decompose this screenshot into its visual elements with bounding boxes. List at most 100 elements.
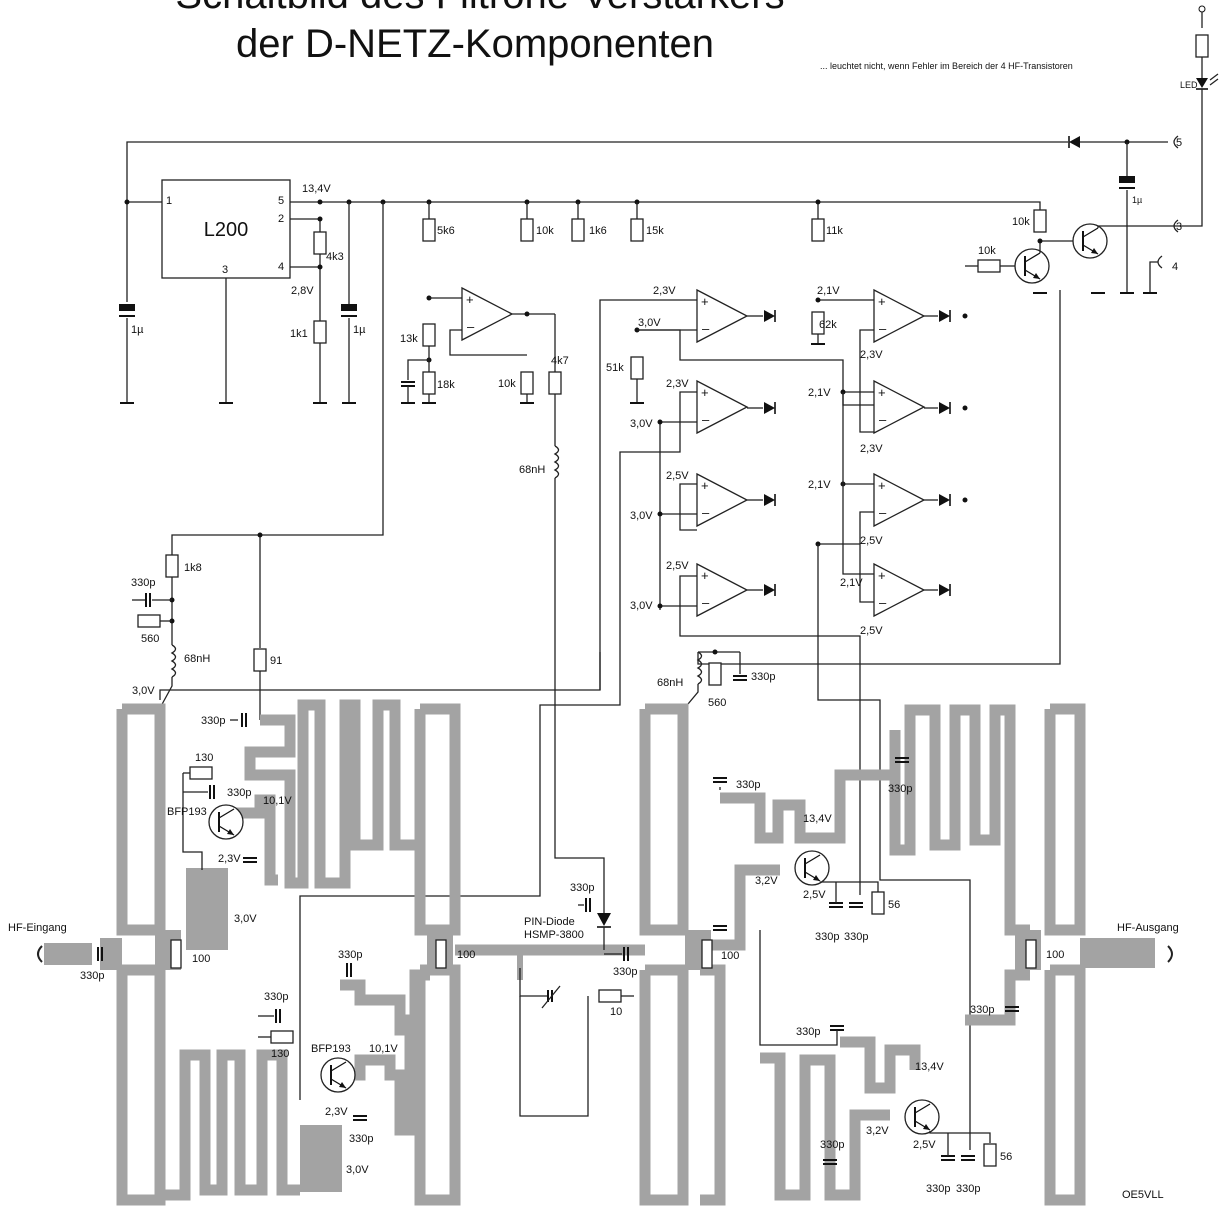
- v-c30d: 3,0V: [630, 600, 653, 612]
- v-c25b: 2,5V: [860, 535, 883, 547]
- connector-4-label: 4: [1172, 261, 1178, 273]
- c1u-b-label: 1µ: [353, 324, 366, 336]
- l200-regulator: L200 1 5 2 4 3 1µ 13,4V 4k3 2,8V 1k1: [119, 179, 1041, 556]
- c1u-a-label: 1µ: [131, 324, 144, 336]
- l68-c-label: 68nH: [657, 677, 683, 689]
- r91-label: 91: [270, 655, 282, 667]
- v-q2e: 2,3V: [325, 1106, 348, 1118]
- port-out-label: HF-Ausgang: [1117, 922, 1179, 934]
- pin-diode-icon: [597, 913, 611, 926]
- v-q4c: 13,4V: [915, 1061, 944, 1073]
- v-c30a: 3,0V: [638, 317, 661, 329]
- c1u-c-label: 1µ: [1132, 195, 1142, 205]
- v-c25c: 2,5V: [666, 560, 689, 572]
- r4k7-label: 4k7: [551, 355, 569, 367]
- r10k-c-label: 10k: [978, 245, 996, 257]
- c330-k-label: 330p: [844, 931, 868, 943]
- l200-pin3: 3: [222, 264, 228, 276]
- c330-m-label: 330p: [796, 1026, 820, 1038]
- v-q1c: 10,1V: [263, 795, 292, 807]
- r560-b-label: 560: [708, 697, 726, 709]
- v-q3e: 2,5V: [803, 889, 826, 901]
- q4-transistor-icon: [904, 1099, 940, 1135]
- r10k-b-label: 10k: [498, 378, 516, 390]
- alarm-transistor-2-icon: [1072, 223, 1108, 259]
- r10k-d-label: 10k: [1012, 216, 1030, 228]
- r10k-a-label: 10k: [536, 225, 554, 237]
- c330-e-label: 330p: [338, 949, 362, 961]
- v-q4b: 3,2V: [866, 1125, 889, 1137]
- pin-diode-type: HSMP-3800: [524, 929, 584, 941]
- pcb-tracks: [44, 699, 1155, 1206]
- input-bias: 1k8 330p 560 68nH 3,0V 91: [131, 532, 282, 720]
- v-supply: 13,4V: [302, 183, 331, 195]
- q3-transistor-icon: [794, 850, 830, 886]
- v-c25a: 2,5V: [666, 470, 689, 482]
- q2-transistor-icon: [320, 1057, 356, 1093]
- rf-components: 100 100 100 100 HF-Eingang 330p HF-Ausga…: [8, 712, 1179, 1195]
- v-q4e: 2,5V: [913, 1139, 936, 1151]
- connector-3-label: 3: [1176, 221, 1182, 233]
- v-ref: 2,8V: [291, 285, 314, 297]
- c330-j-label: 330p: [815, 931, 839, 943]
- r130-b-label: 130: [271, 1048, 289, 1060]
- reference-section: 5k6 13k 18k 10k 10k 4k7 68nH: [400, 199, 664, 913]
- c330-o-label: 330p: [926, 1183, 950, 1195]
- v-c23d: 2,3V: [860, 443, 883, 455]
- c330-b-label: 330p: [751, 671, 775, 683]
- c330-c-label: 330p: [201, 715, 225, 727]
- v-q3b: 3,2V: [755, 875, 778, 887]
- l200-pin4: 4: [278, 261, 284, 273]
- l200-label: L200: [204, 219, 249, 241]
- led-note: ... leuchtet nicht, wenn Fehler im Berei…: [820, 61, 1073, 71]
- v-c30b: 3,0V: [630, 418, 653, 430]
- c330-n-label: 330p: [970, 1004, 994, 1016]
- c330-f-label: 330p: [264, 991, 288, 1003]
- connector-5: 1µ 5 3 4: [126, 135, 1182, 302]
- v-c23c: 2,3V: [666, 378, 689, 390]
- port-in-label: HF-Eingang: [8, 922, 67, 934]
- c330-in-label: 330p: [80, 970, 104, 982]
- v-q2pad: 3,0V: [346, 1164, 369, 1176]
- l200-pin1: 1: [166, 195, 172, 207]
- c330-l-label: 330p: [888, 783, 912, 795]
- c330-p-label: 330p: [956, 1183, 980, 1195]
- r56-a-label: 56: [888, 899, 900, 911]
- v-c30c: 3,0V: [630, 510, 653, 522]
- led-label: LED: [1180, 80, 1198, 90]
- v-c21c: 2,1V: [808, 479, 831, 491]
- r1k1-label: 1k1: [290, 328, 308, 340]
- l200-pin2: 2: [278, 213, 284, 225]
- r15k-label: 15k: [646, 225, 664, 237]
- r100-a-label: 100: [192, 953, 210, 965]
- r1k6-label: 1k6: [589, 225, 607, 237]
- r5k6-label: 5k6: [437, 225, 455, 237]
- c330-d-label: 330p: [227, 787, 251, 799]
- r100-c-label: 100: [721, 950, 739, 962]
- alarm-driver: 10k 10k: [697, 209, 1180, 665]
- buffer-opamp: [461, 287, 513, 341]
- led-icon: [1196, 78, 1208, 88]
- r560-a-label: 560: [141, 633, 159, 645]
- r18k-label: 18k: [437, 379, 455, 391]
- r130-a-label: 130: [195, 752, 213, 764]
- l200-pin5: 5: [278, 195, 284, 207]
- pin-diode-label: PIN-Diode: [524, 916, 575, 928]
- r11k-label: 11k: [826, 225, 843, 237]
- v-q3c: 13,4V: [803, 813, 832, 825]
- r100-b-label: 100: [457, 949, 475, 961]
- r51k-label: 51k: [606, 362, 624, 374]
- c330-pin-label: 330p: [570, 882, 594, 894]
- supply-diode-icon: [1068, 135, 1081, 149]
- v-q2c: 10,1V: [369, 1043, 398, 1055]
- r10-label: 10: [610, 1006, 622, 1018]
- c330-g-label: 330p: [349, 1133, 373, 1145]
- author-credit: OE5VLL: [1122, 1189, 1164, 1201]
- q1-label: BFP193: [167, 806, 207, 818]
- r1k8-label: 1k8: [184, 562, 202, 574]
- led-resistor: [1195, 34, 1209, 58]
- l68-a-label: 68nH: [519, 464, 545, 476]
- c330-q-label: 330p: [820, 1139, 844, 1151]
- c330-h-label: 330p: [613, 966, 637, 978]
